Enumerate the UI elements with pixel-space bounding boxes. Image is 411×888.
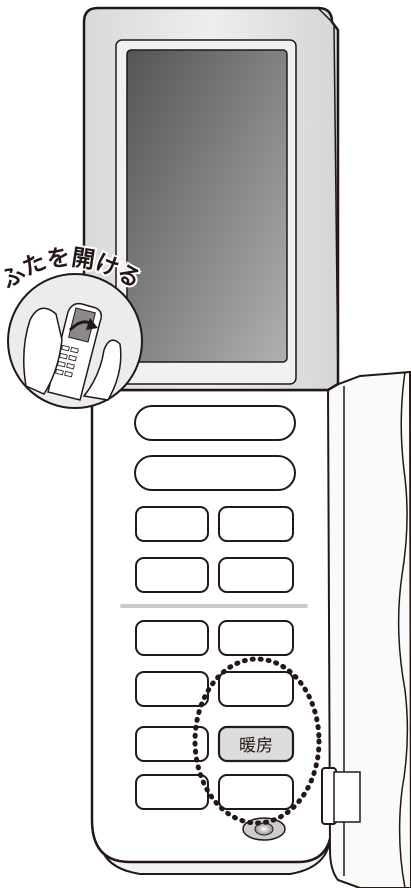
button-r5-left[interactable] xyxy=(135,726,209,762)
button-r1-left[interactable] xyxy=(135,506,209,542)
button-r3-left[interactable] xyxy=(135,620,209,656)
button-r3-right[interactable] xyxy=(218,620,294,656)
display-housing-side xyxy=(317,7,339,385)
heating-button[interactable] xyxy=(217,725,295,763)
lid-hinge-plate xyxy=(333,771,361,823)
button-r1-right[interactable] xyxy=(218,506,294,542)
button-r2-right[interactable] xyxy=(218,557,294,593)
lid-wavy-edge xyxy=(397,371,409,888)
highlight-ring xyxy=(192,656,322,826)
hand-opening-lid-icon xyxy=(7,273,143,409)
wide-button-2[interactable] xyxy=(134,455,296,491)
wide-button-1[interactable] xyxy=(134,405,296,441)
button-r6-left[interactable] xyxy=(135,774,209,810)
heating-button-label: 暖房 xyxy=(239,736,273,756)
button-r6-right[interactable] xyxy=(218,774,294,810)
button-r4-right[interactable] xyxy=(218,671,294,707)
lcd-screen xyxy=(126,49,288,363)
button-r2-left[interactable] xyxy=(135,557,209,593)
button-r4-left[interactable] xyxy=(135,671,209,707)
